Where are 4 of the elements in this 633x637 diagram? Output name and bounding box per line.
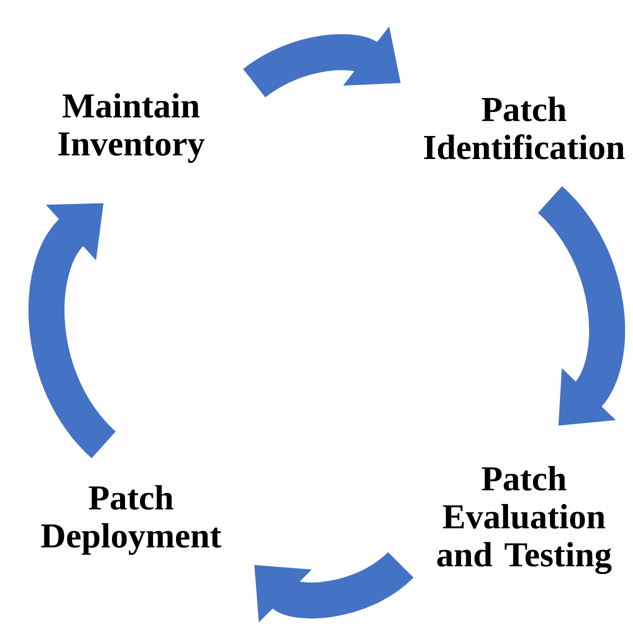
stage-label: Maintain Inventory (58, 93, 205, 163)
stage-label: Patch Deployment (41, 485, 222, 555)
stage-label: Patch Identification (424, 96, 625, 160)
stage-label: Patch Evaluation and Testing (437, 466, 612, 574)
